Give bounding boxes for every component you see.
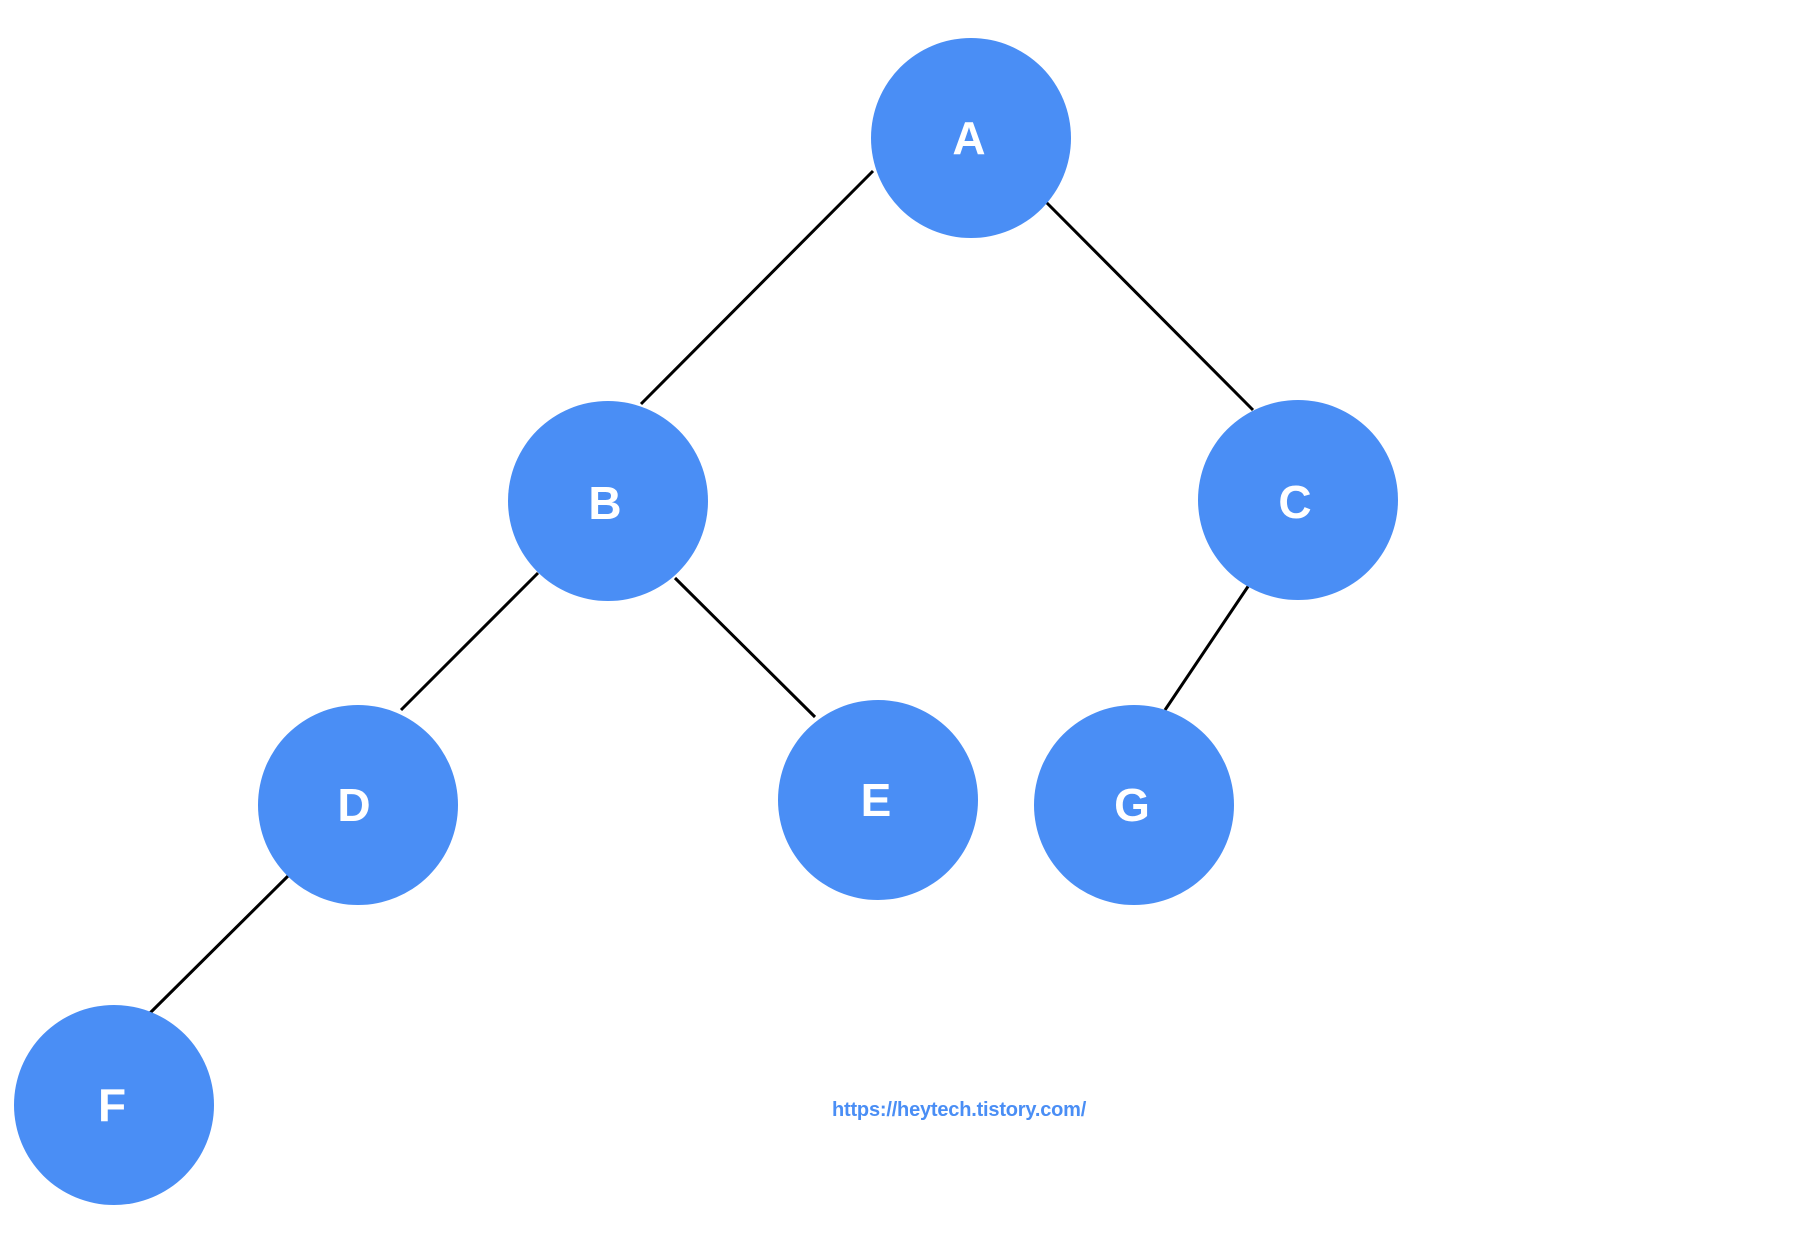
tree-node-label: F (97, 1079, 127, 1131)
tree-node-e[interactable]: E (778, 700, 978, 900)
tree-node-label: E (860, 774, 892, 826)
tree-edge-b-e (673, 576, 817, 719)
tree-node-label: G (1114, 779, 1150, 831)
tree-node-label: A (952, 112, 986, 164)
tree-edge-d-f (147, 874, 290, 1016)
tree-edge-b-d (399, 571, 540, 712)
tree-node-label: B (588, 477, 622, 529)
tree-node-label: D (337, 779, 371, 831)
tree-node-d[interactable]: D (258, 705, 458, 905)
tree-node-a[interactable]: A (871, 38, 1071, 238)
tree-edge-a-b (639, 169, 875, 406)
tree-node-label: C (1278, 476, 1312, 528)
tree-node-c[interactable]: C (1198, 400, 1398, 600)
tree-node-g[interactable]: G (1034, 705, 1234, 905)
watermark-link[interactable]: https://heytech.tistory.com/ (832, 1099, 1087, 1121)
tree-node-f[interactable]: F (14, 1005, 214, 1205)
tree-edge-a-c (1040, 196, 1255, 412)
tree-node-b[interactable]: B (508, 401, 708, 601)
tree-edge-c-g (1163, 584, 1251, 711)
